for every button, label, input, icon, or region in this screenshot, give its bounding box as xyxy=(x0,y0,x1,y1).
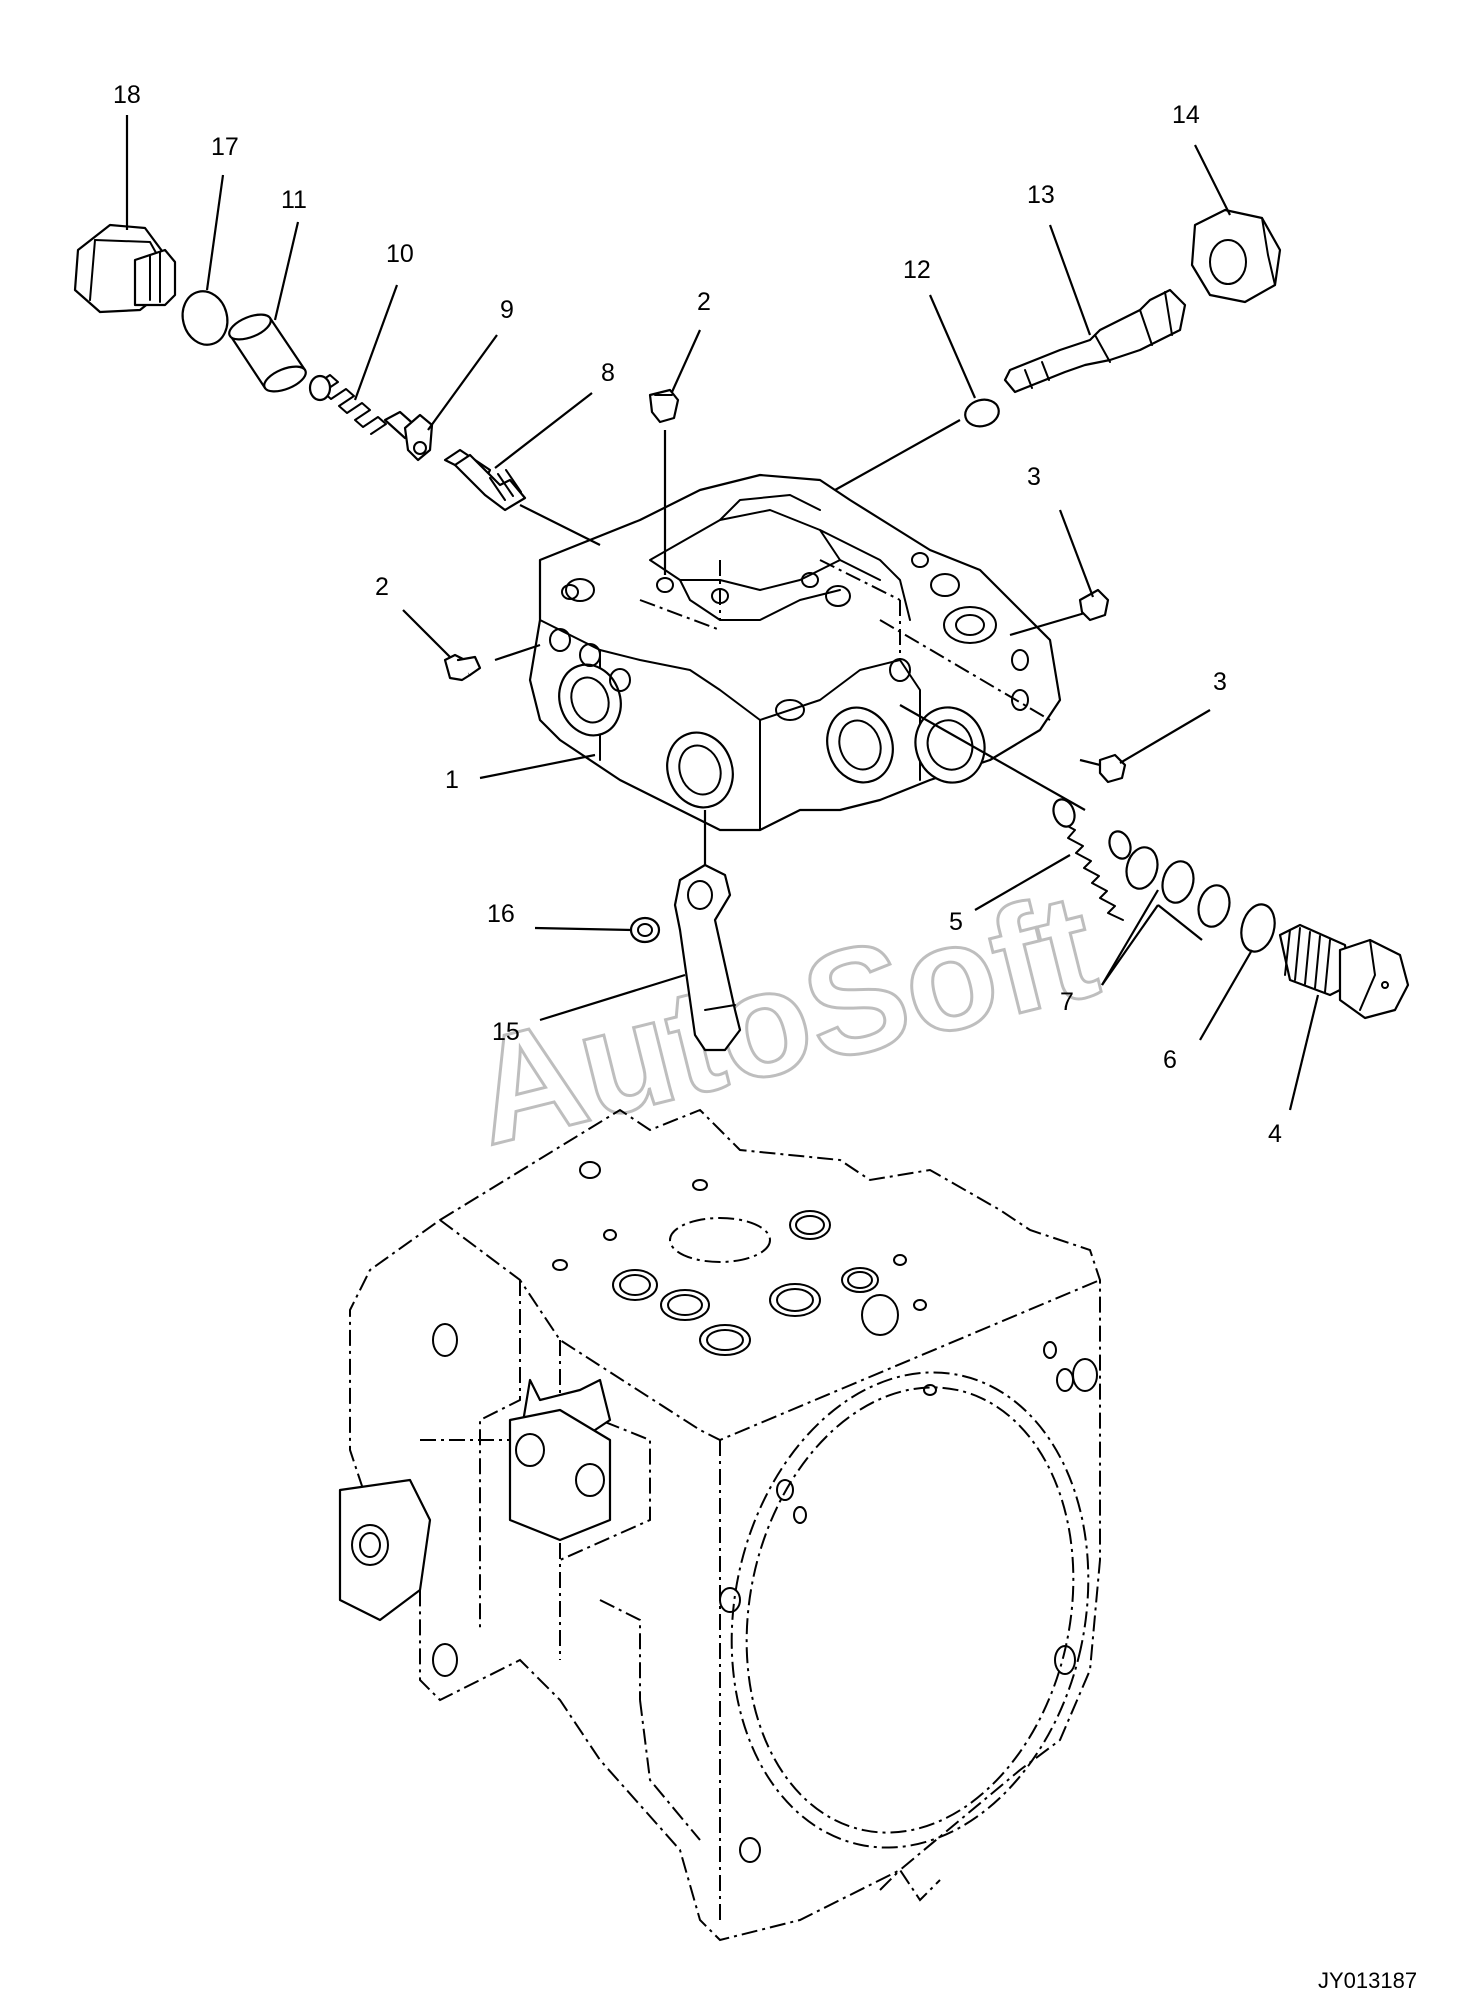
o-ring-part-12 xyxy=(964,398,1000,428)
spring-part-5 xyxy=(1052,798,1132,921)
callout-8: 8 xyxy=(601,359,615,387)
assembly-axes xyxy=(494,419,1121,870)
callout-5: 5 xyxy=(949,908,963,936)
pump-case-phantom xyxy=(338,1108,1101,1942)
watermark-text: AutoSoft xyxy=(456,860,1111,1176)
plug-part-4 xyxy=(1278,923,1410,1020)
spool-part-8 xyxy=(443,448,527,512)
callout-12: 12 xyxy=(903,256,931,284)
callout-6: 6 xyxy=(1163,1046,1177,1074)
plug-part-18 xyxy=(73,223,177,314)
callout-1: 1 xyxy=(445,766,459,794)
plug-part-2-left xyxy=(443,653,482,682)
spring-part-10 xyxy=(308,374,387,435)
callout-17: 17 xyxy=(211,133,239,161)
callout-2-upper: 2 xyxy=(697,288,711,316)
callout-18: 18 xyxy=(113,81,141,109)
drawing-number: JY013187 xyxy=(1318,1968,1417,1993)
adjusting-screw-part-13 xyxy=(1003,288,1187,394)
lever-part-15 xyxy=(673,863,742,1052)
nut-part-14 xyxy=(1190,208,1282,304)
o-ring-part-6 xyxy=(1240,903,1276,953)
plug-part-2-upper xyxy=(648,388,680,424)
seat-part-9 xyxy=(383,410,434,462)
o-ring-part-17 xyxy=(181,290,229,346)
bushing-part-16 xyxy=(629,916,661,944)
plug-part-3-lower xyxy=(1098,753,1127,784)
plug-part-3-upper xyxy=(1078,588,1110,622)
callout-3-upper: 3 xyxy=(1027,463,1041,491)
callout-11: 11 xyxy=(281,186,307,214)
callout-3-lower: 3 xyxy=(1213,668,1227,696)
callout-13: 13 xyxy=(1027,181,1055,209)
sleeve-part-11 xyxy=(228,313,307,393)
callout-16: 16 xyxy=(487,900,515,928)
callout-2-left: 2 xyxy=(375,573,389,601)
callout-15: 15 xyxy=(492,1018,520,1046)
callout-9: 9 xyxy=(500,296,514,324)
callout-10: 10 xyxy=(386,240,414,268)
callout-labels: 18 17 11 10 9 8 2 2 12 13 14 3 3 1 16 15… xyxy=(113,81,1282,1148)
callout-4: 4 xyxy=(1268,1120,1282,1148)
o-rings-part-7 xyxy=(1125,846,1231,928)
callout-7: 7 xyxy=(1060,988,1074,1016)
regulator-body-part-1 xyxy=(528,473,1062,832)
callout-leaders xyxy=(125,115,1320,1111)
callout-14: 14 xyxy=(1172,101,1200,129)
